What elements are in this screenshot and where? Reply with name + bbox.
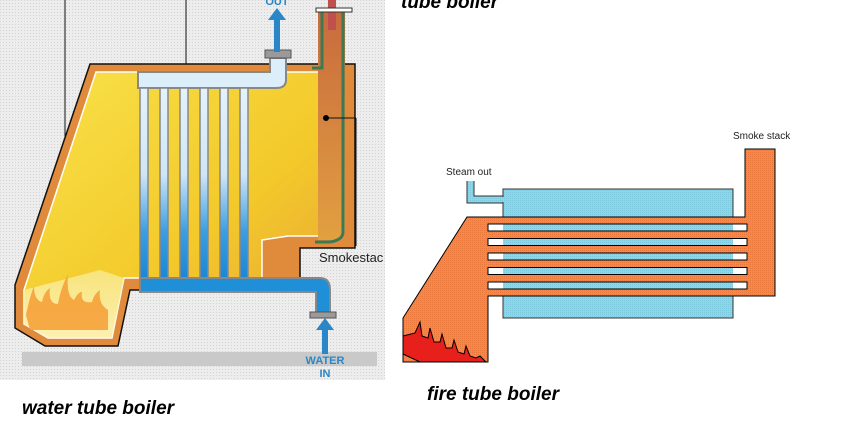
leader-dot-smokestack	[323, 115, 329, 121]
water-tube	[159, 87, 169, 281]
smokestack-cap	[315, 7, 353, 13]
label-title-fragment: tube boiler	[401, 0, 500, 13]
caption-water-tube-boiler: water tube boiler	[22, 398, 175, 419]
water-tube	[139, 87, 149, 281]
steam-out-arrow	[268, 8, 286, 52]
smokestack-smoke	[328, 0, 336, 30]
label-water-in-1: WATER	[306, 355, 345, 367]
fire-tube-water-surround	[503, 282, 733, 289]
smokestack	[318, 10, 345, 240]
fire-tube-boiler-diagram: tube boiler Steam out Smoke stack	[401, 0, 791, 363]
fire-tube-water-surround	[503, 268, 733, 274]
fire-tube-water-surround	[503, 239, 733, 245]
water-tube	[179, 87, 189, 281]
label-smokestack: Smokestac	[319, 250, 384, 265]
label-smoke-stack: Smoke stack	[733, 131, 791, 142]
water-in-arrow	[316, 318, 334, 354]
smokestack-trim	[312, 10, 345, 244]
water-tube	[239, 87, 249, 281]
water-tube	[219, 87, 229, 281]
fire-tube-water-surround	[503, 253, 733, 260]
ground-shadow	[22, 352, 377, 366]
water-header	[139, 277, 331, 317]
water-inlet-flange	[309, 311, 337, 319]
flames	[26, 274, 108, 330]
label-steam-out: OUT	[265, 0, 289, 8]
fire-tube-water-surround	[503, 224, 733, 231]
label-steam-out: Steam out	[446, 167, 492, 178]
fire-tubes	[487, 223, 748, 290]
label-water-in-2: IN	[320, 368, 331, 380]
caption-fire-tube-boiler: fire tube boiler	[427, 384, 559, 405]
furnace-flames	[402, 320, 488, 363]
water-tube	[199, 87, 209, 281]
water-tube-boiler-diagram: OUT WATER IN Smokestac	[0, 0, 385, 380]
